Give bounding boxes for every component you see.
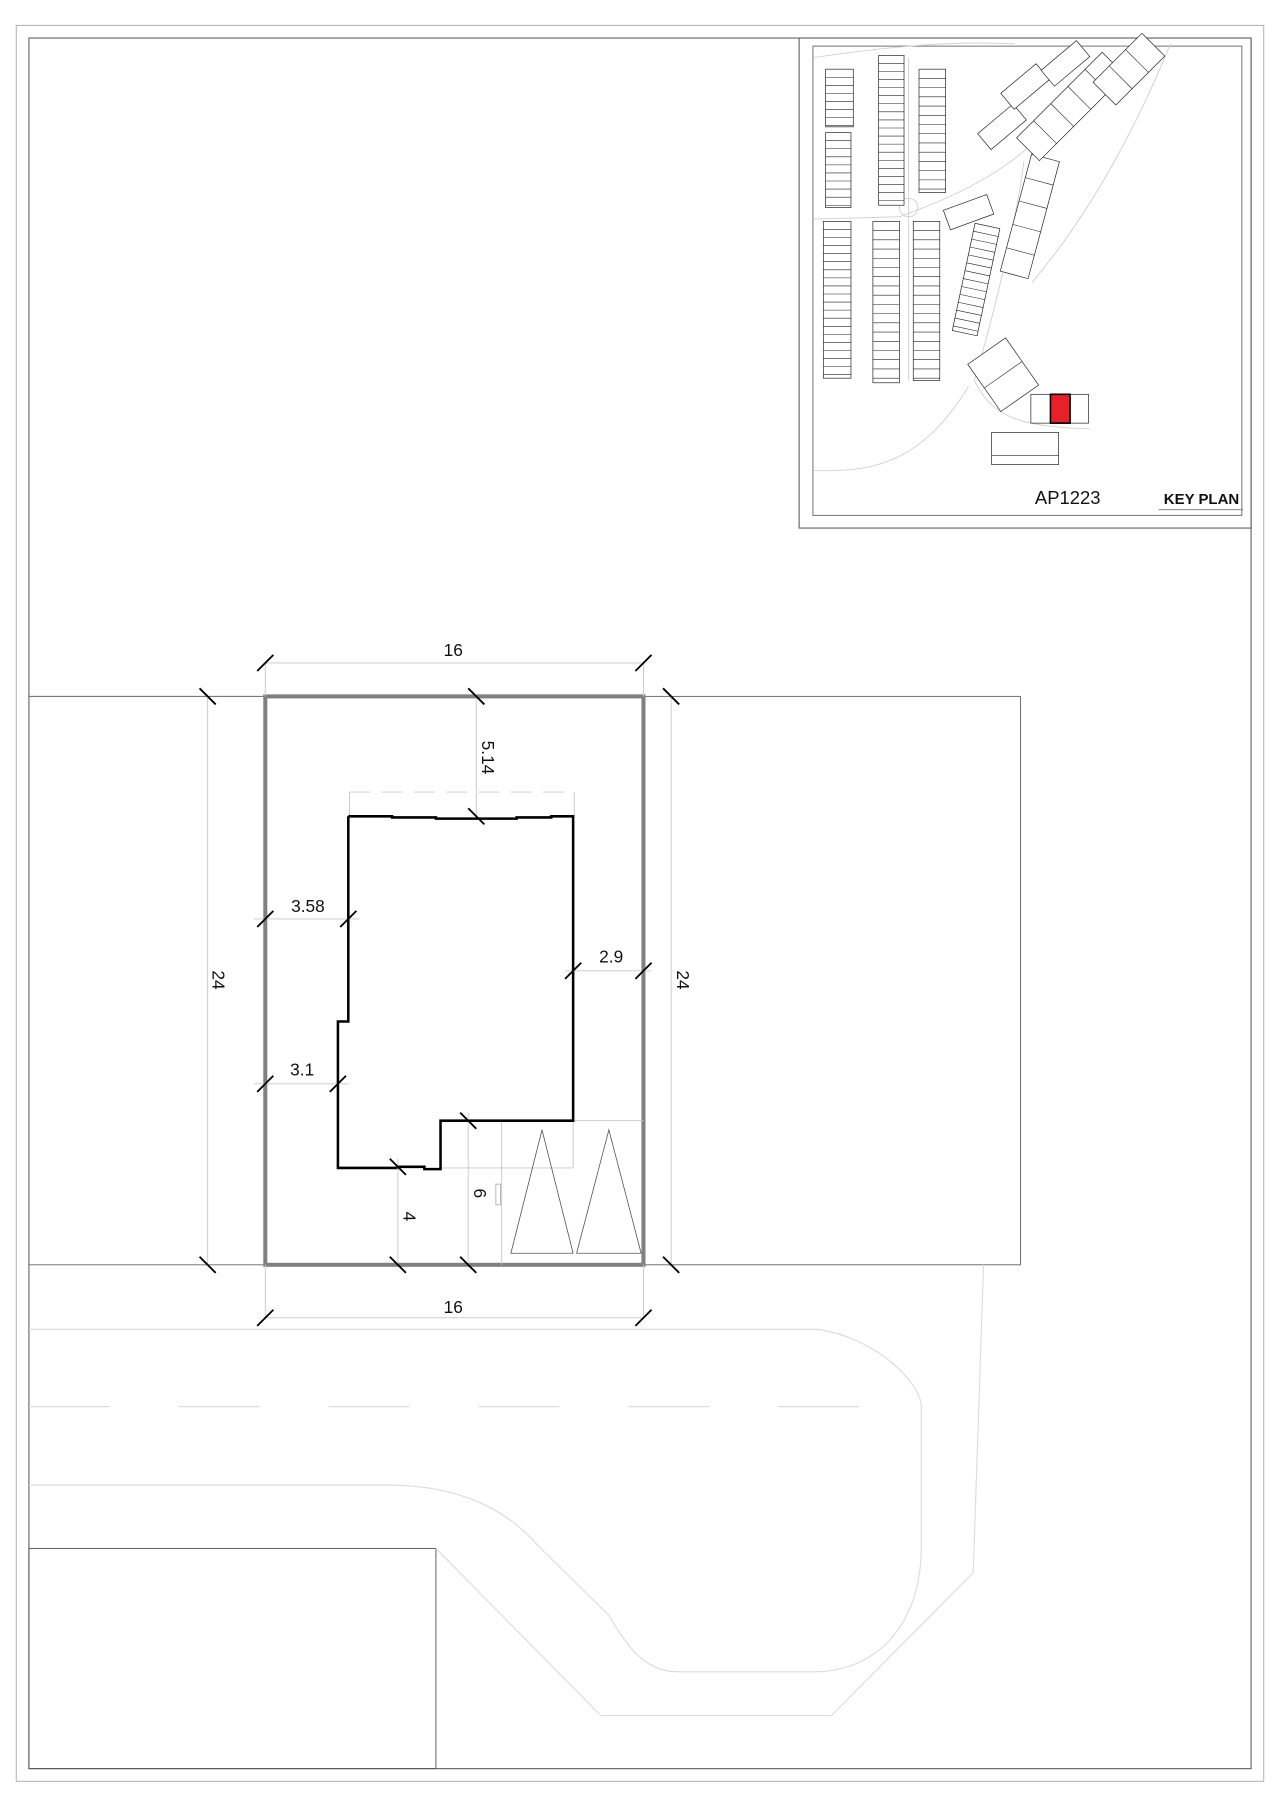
dim-front-garage: 6	[470, 1189, 490, 1199]
dim-depth-left: 24	[208, 970, 228, 990]
key-plan-lot-block	[999, 153, 1060, 280]
key-plan: AP1223 KEY PLAN	[798, 32, 1252, 529]
dimensions	[198, 654, 680, 1327]
key-plan-lot-block	[918, 68, 946, 193]
car-space-icon	[576, 1128, 642, 1254]
dim-side-lower-left: 3.1	[290, 1060, 314, 1080]
key-plan-lot-block	[1040, 40, 1091, 87]
key-plan-lot-block	[967, 337, 1040, 413]
house-footprint	[336, 815, 575, 1171]
key-plan-lot-block	[912, 221, 941, 381]
key-plan-lot-block	[825, 132, 852, 208]
lot-boundary	[263, 694, 646, 1267]
key-plan-lot-block	[825, 68, 854, 128]
dim-side-upper-left: 3.58	[291, 896, 325, 916]
neighbour-lots	[28, 695, 1021, 1770]
key-plan-lot-block	[951, 222, 1001, 337]
key-plan-lot-block	[977, 103, 1027, 151]
key-plan-lot-block	[942, 194, 995, 231]
dim-side-right: 2.9	[599, 947, 623, 967]
dim-rear-setback: 5.14	[478, 741, 498, 775]
key-plan-title: KEY PLAN	[1164, 491, 1239, 508]
dim-front-house: 4	[400, 1212, 420, 1222]
lot-id-label: AP1223	[1035, 487, 1101, 508]
key-plan-lot-block	[878, 54, 905, 206]
key-plan-lot-block	[822, 221, 852, 379]
dim-frontage-top: 16	[444, 640, 463, 660]
key-plan-lot-block	[1092, 32, 1166, 106]
dim-depth-right: 24	[673, 970, 693, 990]
car-space-icon	[510, 1129, 574, 1254]
key-plan-lot-block	[991, 432, 1059, 465]
dim-frontage-bottom: 16	[444, 1297, 463, 1317]
key-plan-lot-block	[872, 221, 900, 384]
road	[28, 1264, 985, 1717]
dimension-labels: 16 16 24 24 5.14 3.58 3.1 2.9 4 6	[208, 640, 693, 1317]
sheet-outer-border	[15, 24, 1265, 1782]
opposite-lot	[28, 1547, 437, 1770]
sheet-inner-border	[28, 37, 1252, 1770]
garage-area	[441, 1120, 644, 1265]
